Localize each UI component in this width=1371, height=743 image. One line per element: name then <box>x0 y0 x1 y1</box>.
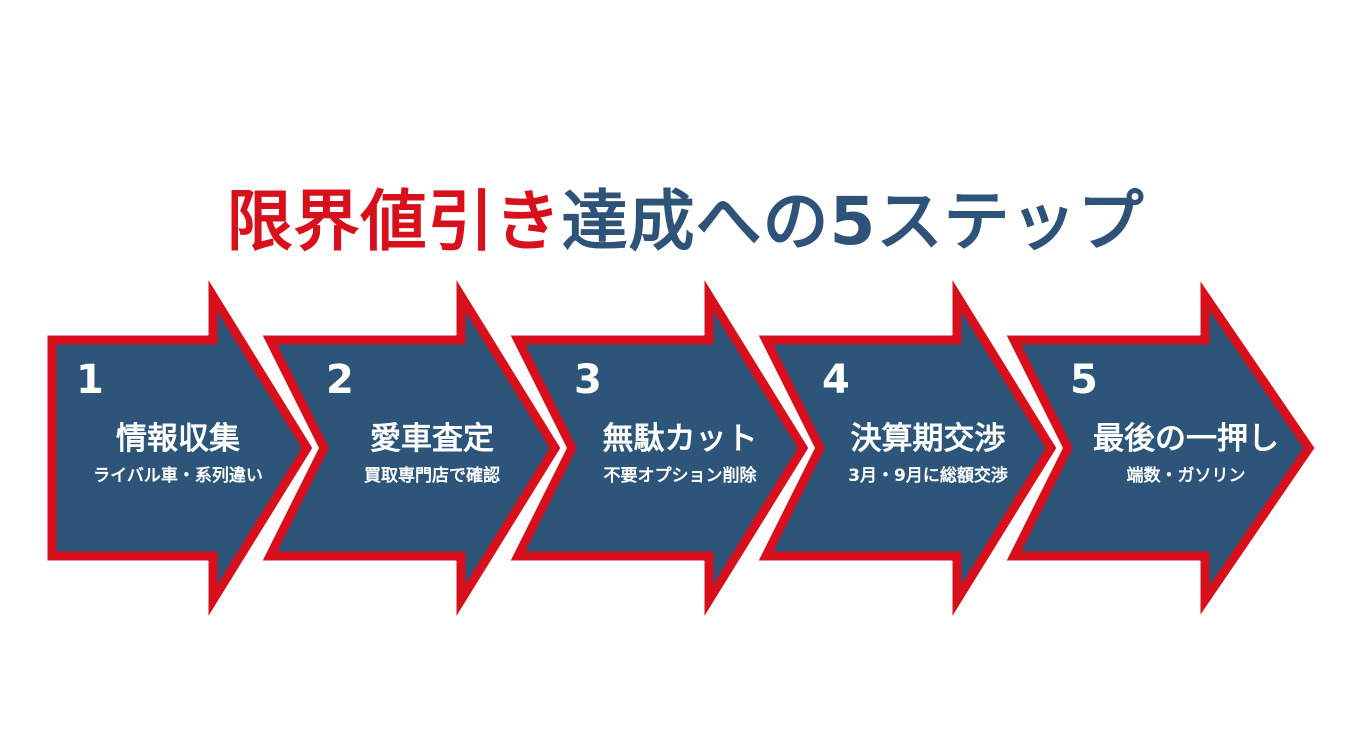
arrow-step-3 <box>510 280 809 616</box>
arrow-step-2 <box>262 280 561 616</box>
step-1-subtitle: ライバル車・系列違い <box>93 466 263 486</box>
step-3-label: 無駄カット 不要オプション削除 <box>560 420 800 488</box>
step-5-title: 最後の一押し <box>1093 421 1279 457</box>
step-2-number: 2 <box>326 357 354 403</box>
step-2-label: 愛車査定 買取専門店で確認 <box>312 420 552 488</box>
step-1-title: 情報収集 <box>116 421 240 457</box>
arrow-step-3-shape <box>510 280 809 616</box>
arrow-step-5-shape <box>1006 281 1315 615</box>
diagram-title: 限界値引き達成への5ステップ <box>0 182 1371 262</box>
step-5-label: 最後の一押し 端数・ガソリン <box>1066 420 1306 488</box>
step-3-title: 無駄カット <box>602 421 758 457</box>
step-4-label: 決算期交渉 3月・9月に総額交渉 <box>808 420 1048 488</box>
arrow-step-4 <box>758 280 1057 616</box>
step-2-title: 愛車査定 <box>370 421 494 457</box>
arrow-step-1 <box>47 280 313 616</box>
step-4-subtitle: 3月・9月に総額交渉 <box>848 466 1008 486</box>
step-5-number: 5 <box>1070 357 1098 403</box>
arrow-step-2-shape <box>262 280 561 616</box>
step-4-number: 4 <box>822 357 850 403</box>
step-3-number: 3 <box>574 357 602 403</box>
title-rest: 達成への5ステップ <box>561 183 1145 260</box>
arrow-step-1-shape <box>47 280 313 616</box>
arrow-step-5 <box>1006 281 1315 615</box>
step-3-subtitle: 不要オプション削除 <box>603 466 757 486</box>
title-highlight: 限界値引き <box>226 183 562 260</box>
step-4-title: 決算期交渉 <box>850 421 1006 457</box>
step-5-subtitle: 端数・ガソリン <box>1126 466 1246 486</box>
step-2-subtitle: 買取専門店で確認 <box>364 466 500 486</box>
step-1-number: 1 <box>76 357 104 403</box>
step-1-label: 情報収集 ライバル車・系列違い <box>58 420 298 488</box>
arrow-step-4-shape <box>758 280 1057 616</box>
